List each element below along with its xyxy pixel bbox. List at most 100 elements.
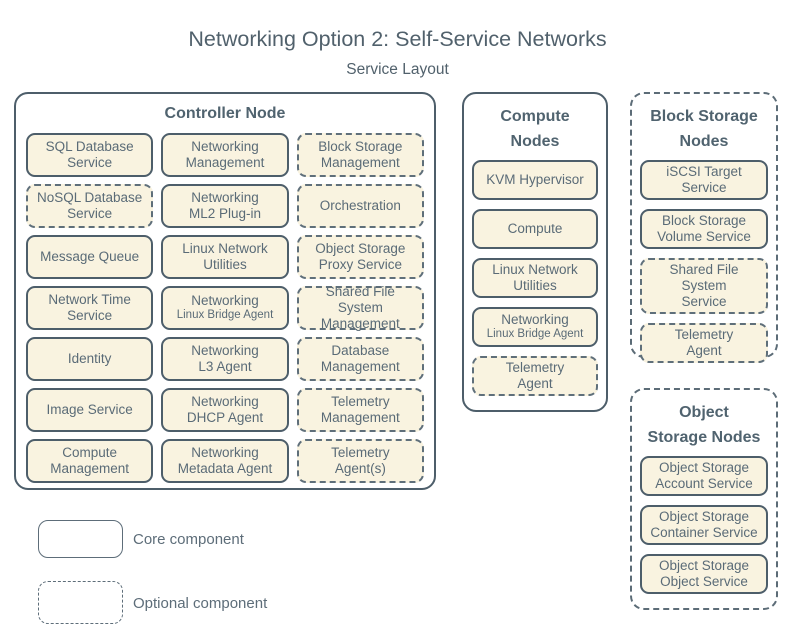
controller-node-title: Controller Node <box>26 101 424 126</box>
service-label: Networking <box>191 394 259 409</box>
service-label: Object Storage <box>658 509 750 524</box>
service-label: Telemetry <box>331 394 390 409</box>
service-sublabel: Management <box>50 461 130 476</box>
service-sublabel: Container Service <box>650 525 758 540</box>
node-title-line: Nodes <box>679 133 729 150</box>
service-sublabel: Service <box>681 180 727 195</box>
service-sublabel: Linux Bridge Agent <box>486 328 584 341</box>
service-sublabel: Agent <box>686 343 722 358</box>
service-sublabel: Volume Service <box>657 229 751 244</box>
service-sublabel: Utilities <box>203 257 247 272</box>
service-label: Message Queue <box>40 249 140 264</box>
service-label: Linux Network <box>182 241 268 256</box>
service-label: Telemetry <box>331 445 390 460</box>
service-box-kvm-hypervisor: KVM Hypervisor <box>472 160 598 200</box>
service-box-message-queue: Message Queue <box>26 235 154 279</box>
service-label: Networking <box>191 293 259 309</box>
service-sublabel: Service <box>67 206 113 221</box>
service-sublabel: Utilities <box>513 278 557 293</box>
legend-core-swatch <box>38 520 123 558</box>
service-sublabel: Service <box>67 308 113 323</box>
service-label: Object Storage <box>658 558 750 573</box>
service-sublabel: Agent <box>517 376 553 391</box>
service-label: Networking <box>191 190 259 205</box>
service-label: Networking <box>191 445 259 460</box>
node-title-line: Object <box>679 404 729 421</box>
service-box-orchestration: Orchestration <box>296 184 424 228</box>
service-sublabel: Account Service <box>655 476 753 491</box>
service-sublabel: ML2 Plug-in <box>188 206 262 221</box>
legend-optional-swatch <box>38 581 123 624</box>
service-label: Image Service <box>46 402 133 417</box>
service-label: Telemetry <box>674 327 734 342</box>
service-label: Compute <box>507 221 563 236</box>
diagram-subtitle: Service Layout <box>346 61 449 78</box>
service-label: Compute <box>62 445 118 460</box>
node-title-line: Block Storage <box>650 108 758 125</box>
service-label: Block Storage <box>318 139 403 154</box>
service-sublabel: Metadata Agent <box>177 461 273 476</box>
service-sublabel: Management <box>320 410 400 425</box>
service-label: Networking <box>501 312 569 328</box>
service-sublabel: Management <box>320 316 400 331</box>
service-sublabel: Object Service <box>660 574 748 589</box>
service-sublabel: DHCP Agent <box>186 410 264 425</box>
service-sublabel: Proxy Service <box>318 257 402 272</box>
node-title-line: Storage Nodes <box>647 429 761 446</box>
service-label: Block Storage <box>661 213 747 228</box>
service-label: Orchestration <box>319 198 401 213</box>
service-label: Shared File System <box>325 284 395 315</box>
service-box-image-service: Image Service <box>26 388 154 432</box>
service-label: Database <box>331 343 390 358</box>
service-sublabel: Management <box>320 359 400 374</box>
node-title-line: Nodes <box>510 133 560 150</box>
service-sublabel: Service <box>67 155 113 170</box>
service-label: Networking <box>191 139 259 154</box>
legend-core-label: Core component <box>133 531 244 548</box>
service-label: NoSQL Database <box>37 190 143 205</box>
service-label: Object Storage <box>315 241 406 256</box>
service-label: KVM Hypervisor <box>486 172 584 187</box>
service-sublabel: Agent(s) <box>334 461 386 476</box>
service-box-identity: Identity <box>26 337 154 381</box>
node-title-line: Controller Node <box>164 105 286 122</box>
service-box-compute: Compute <box>472 209 598 249</box>
service-label: Identity <box>67 351 112 366</box>
service-label: iSCSI Target <box>666 164 742 179</box>
service-label: Shared File System <box>669 262 739 293</box>
legend-optional-label: Optional component <box>133 595 268 612</box>
service-sublabel: L3 Agent <box>198 359 252 374</box>
